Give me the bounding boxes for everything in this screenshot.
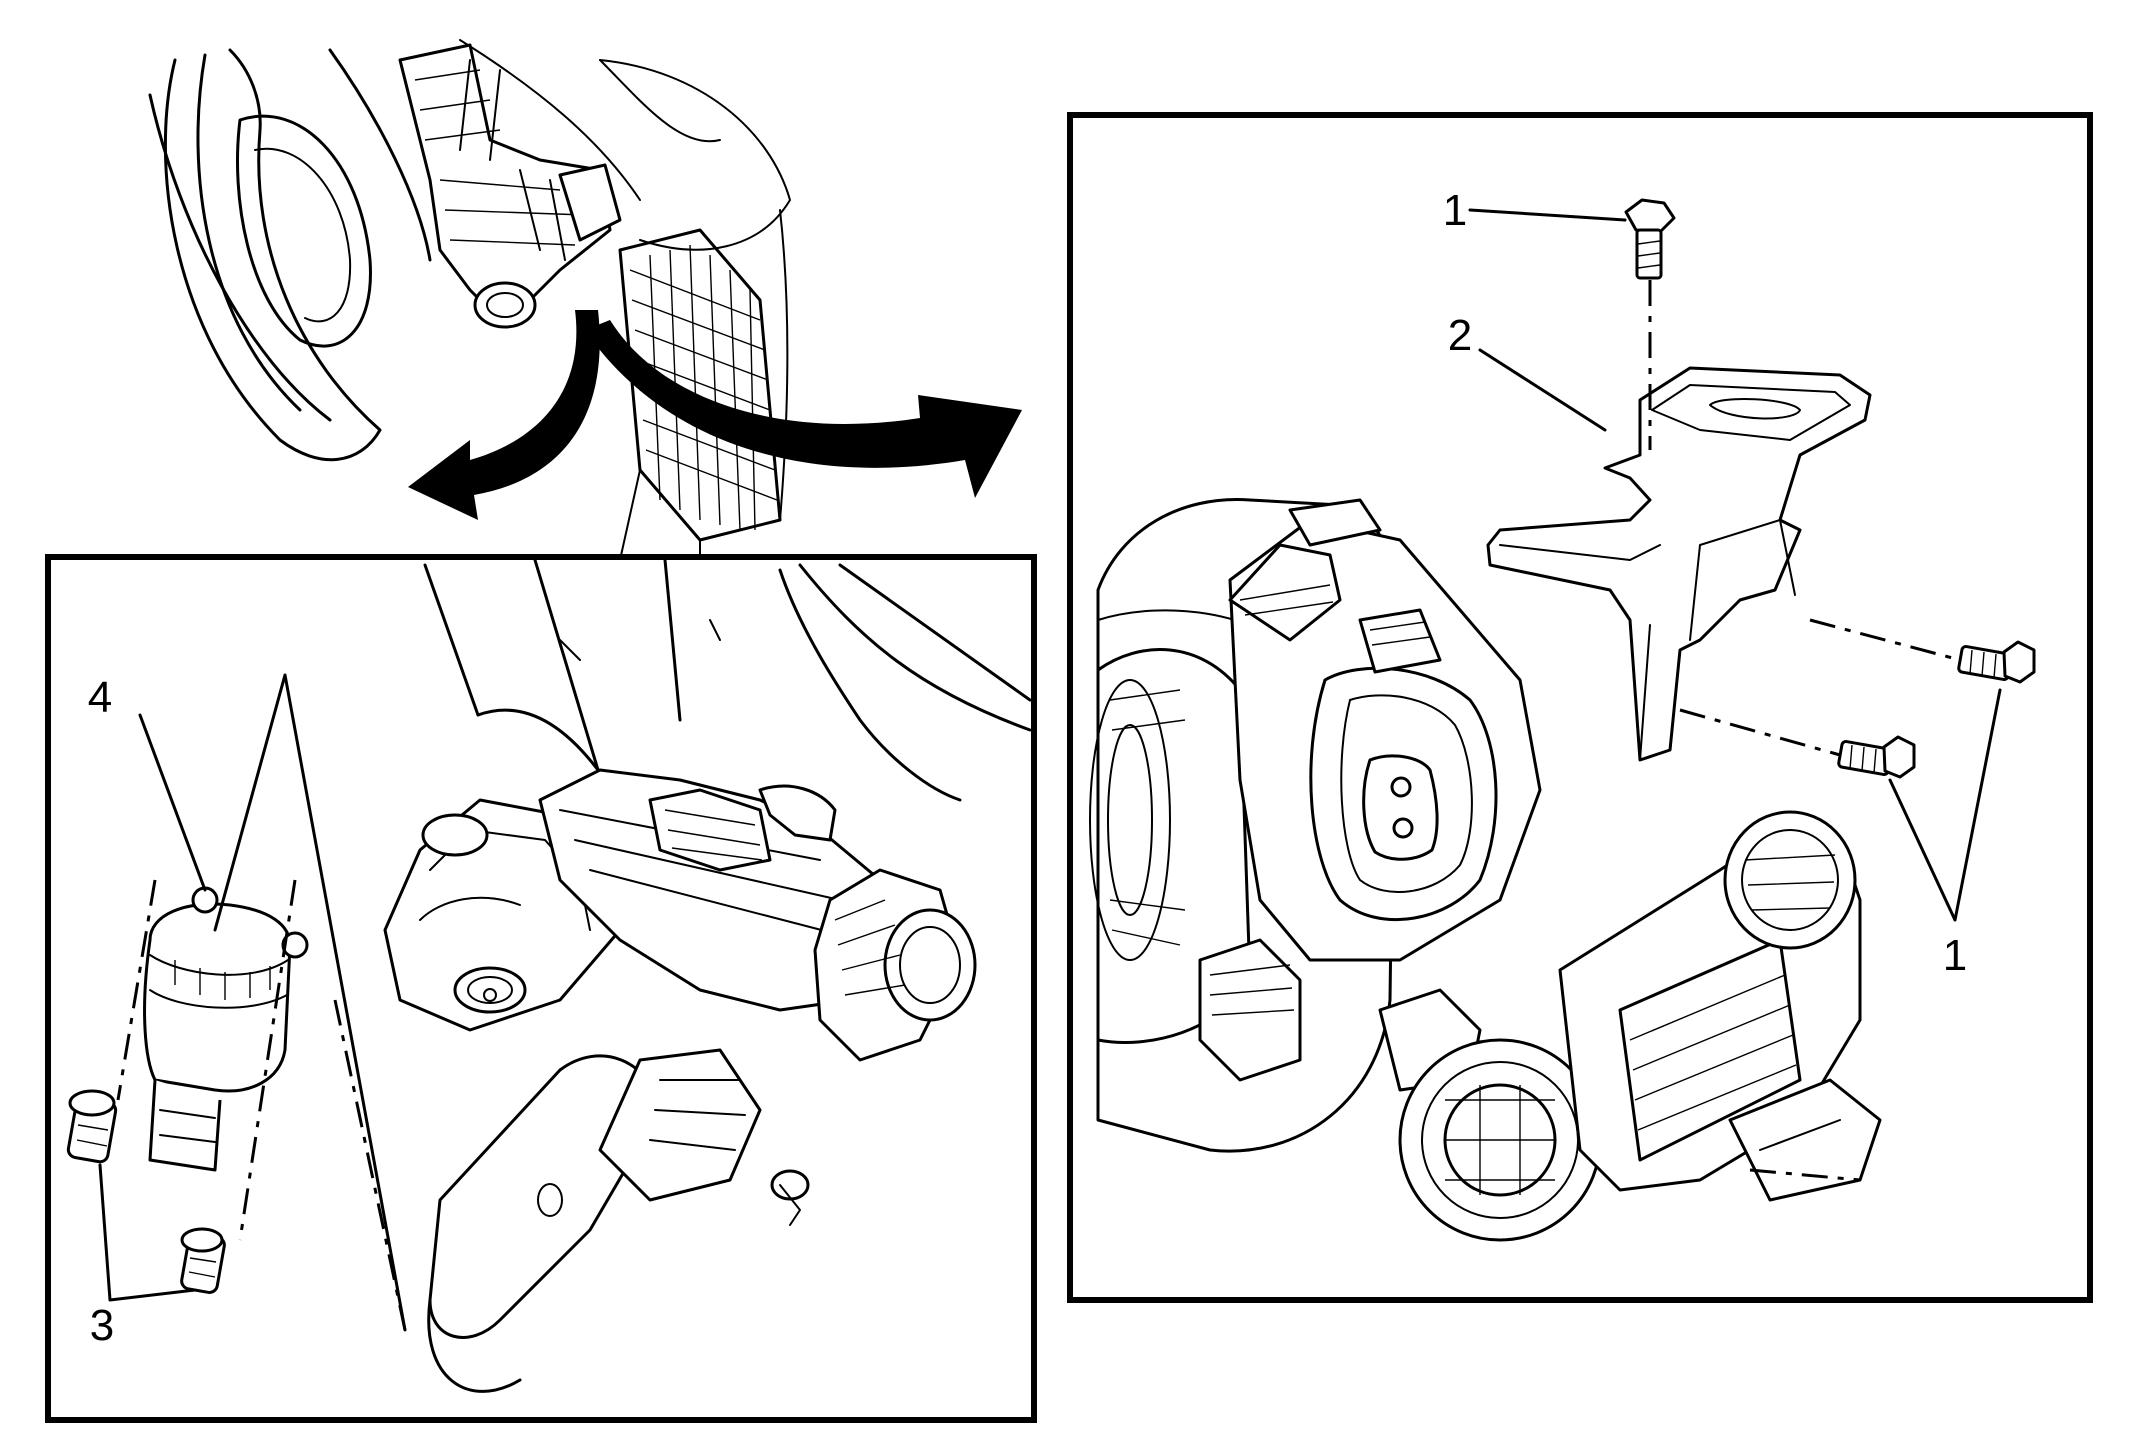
detail-box-bracket: 1 2 1 — [1067, 112, 2093, 1303]
callout-bracket: 2 — [1448, 311, 1472, 360]
arrow-to-right-detail — [585, 320, 1022, 498]
callout-switch-screws: 3 — [90, 1301, 114, 1350]
alignment-lines-right — [1648, 280, 1961, 1182]
connector-housing — [483, 768, 902, 1012]
callout-side-bolts: 1 — [1943, 931, 1967, 980]
callout-top-bolt: 1 — [1443, 186, 1467, 235]
screw-lower — [180, 1227, 226, 1294]
overview-illustration — [148, 39, 1022, 561]
callout-switch: 4 — [88, 673, 112, 722]
detail-box-ignition-switch: 4 3 — [45, 554, 1037, 1423]
bolt-top — [1624, 198, 1676, 280]
arrow-to-left-detail — [408, 310, 600, 520]
switch-module — [1558, 810, 1882, 1202]
center-console-grille — [618, 228, 782, 561]
bolt-side-upper — [1957, 640, 2036, 684]
ignition-switch-exploded — [143, 886, 309, 1172]
right-switch-module — [813, 868, 977, 1062]
callout-leaders-right — [1468, 208, 2002, 922]
mounting-bracket — [1486, 366, 1872, 762]
lower-column-tube — [427, 1048, 810, 1393]
key-cylinder-ring — [1398, 1038, 1602, 1242]
callout-leaders-left — [98, 713, 207, 1302]
steering-column — [423, 558, 1032, 802]
ignition-lock-module — [1228, 498, 1542, 962]
steering-wheel — [148, 48, 432, 462]
dash-panel — [459, 39, 791, 521]
screw-upper — [66, 1089, 118, 1164]
alignment-lines-left — [116, 673, 407, 1332]
steering-column-overview — [398, 43, 622, 329]
bolt-side-lower — [1837, 735, 1916, 779]
